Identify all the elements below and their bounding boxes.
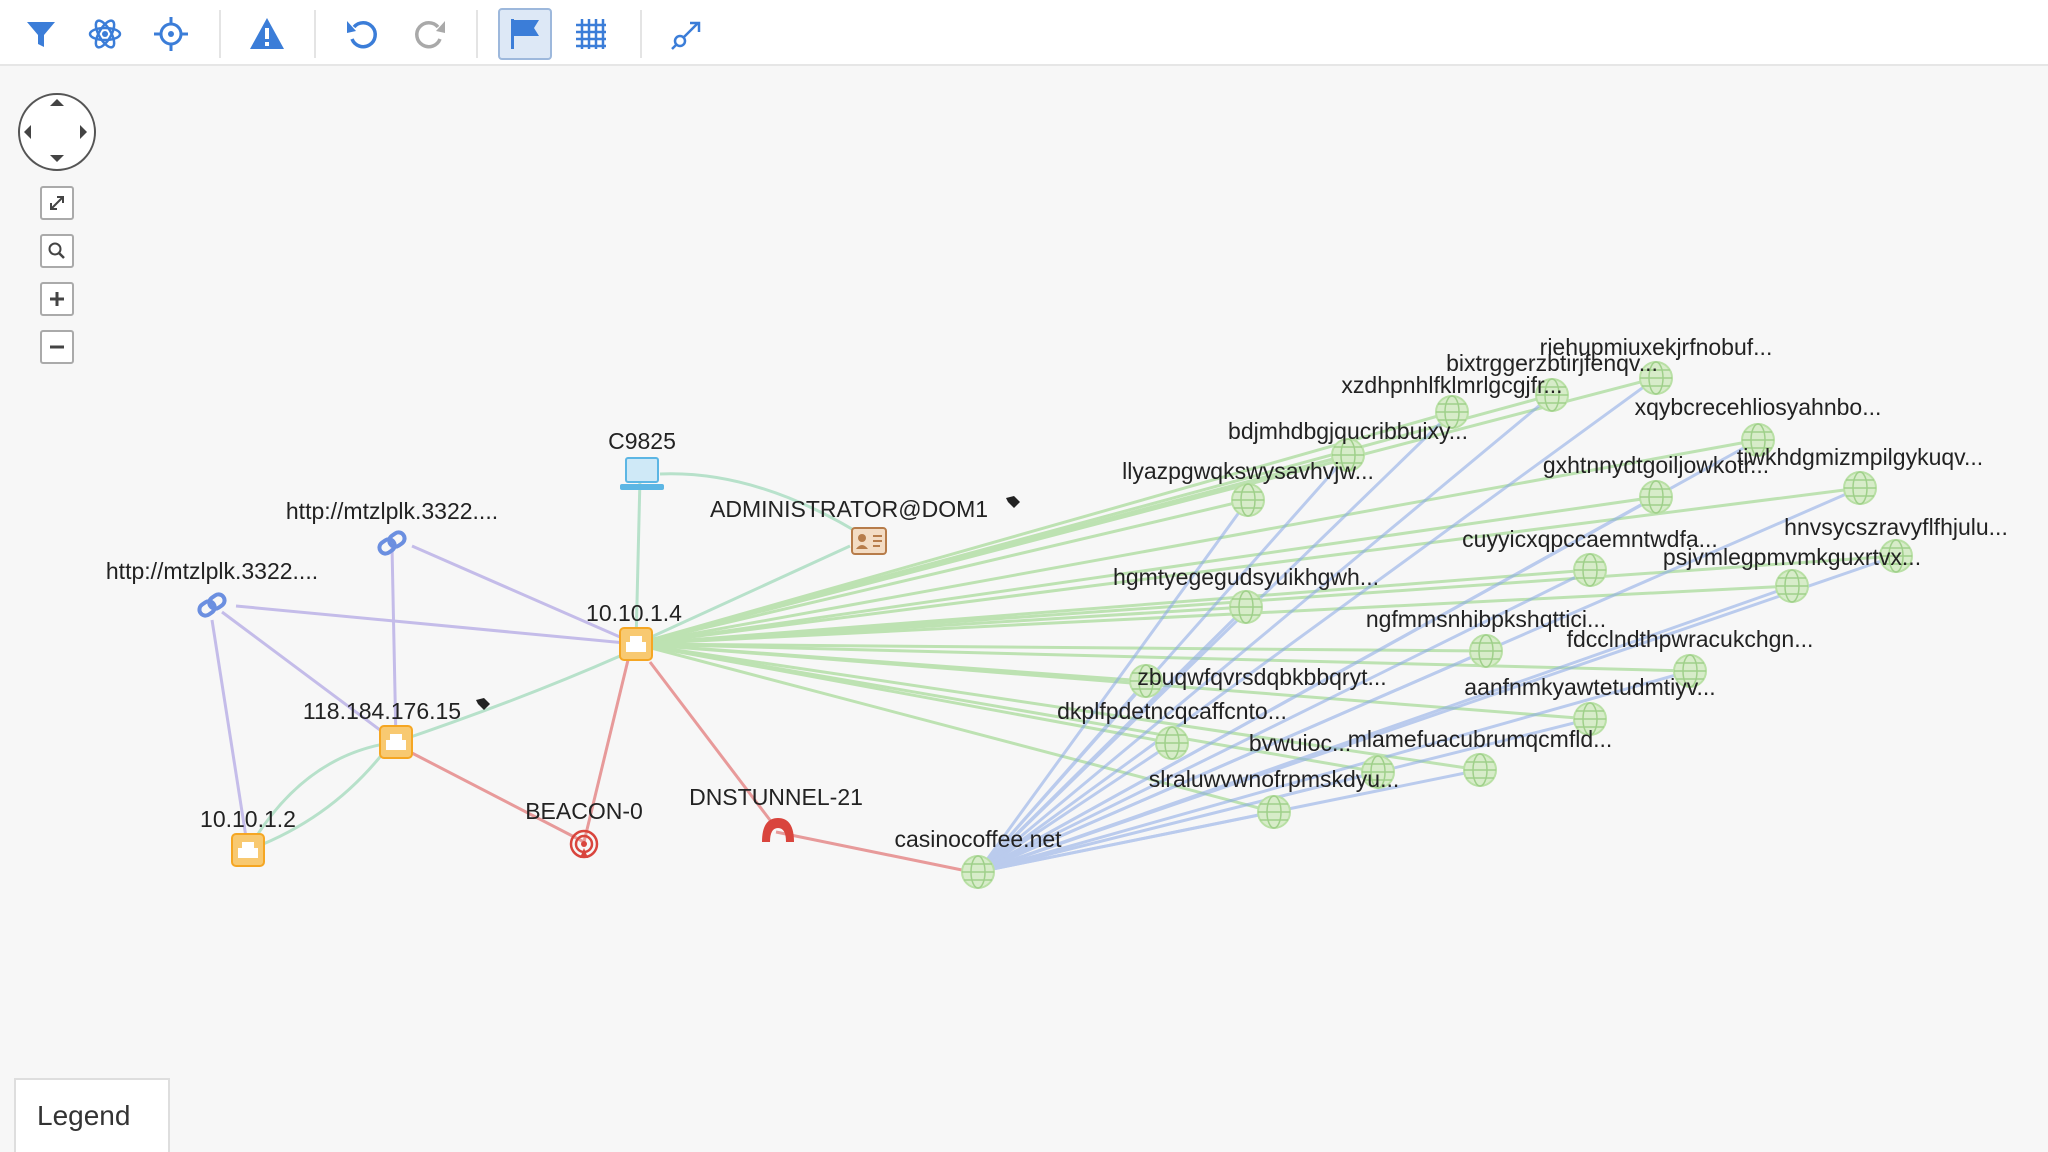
host-node-10-10-1-4[interactable]	[619, 627, 653, 661]
node-label-host-10-10-1-2: 10.10.1.2	[200, 806, 296, 832]
node-label-domain: bvwuioc...	[1248, 730, 1352, 756]
pan-up-icon[interactable]	[50, 92, 64, 106]
legend-toggle[interactable]: Legend	[14, 1078, 170, 1152]
node-label-domain: bixtrggerzbtirjfenqv...	[1446, 350, 1658, 376]
host-node-10-10-1-2[interactable]	[231, 833, 265, 867]
node-label-domain: tiwkhdgmizmpilgykuqv...	[1736, 444, 1984, 470]
legend-label: Legend	[37, 1100, 131, 1131]
node-label-host-10-10-1-4: 10.10.1.4	[586, 600, 682, 626]
tag-icon	[476, 496, 1020, 710]
crosshair-icon	[154, 17, 188, 51]
node-label-domain: slraluwvwnofrpmskdyu...	[1148, 766, 1400, 792]
flag-button[interactable]	[498, 8, 552, 60]
node-label-domain: hnvsycszravyflfhjulu...	[1784, 514, 2008, 540]
node-label-domain: aanfnmkyawtetudmtiyv...	[1464, 674, 1716, 700]
node-label-url-2: http://mtzlplk.3322....	[105, 558, 319, 584]
pan-control[interactable]	[18, 93, 96, 171]
zoom-search-button[interactable]	[40, 234, 74, 268]
host-node-118-184-176-15[interactable]	[379, 725, 413, 759]
center-button[interactable]	[144, 8, 198, 60]
plus-icon	[50, 292, 64, 306]
toolbar	[0, 0, 2048, 66]
node-label-domain: xqybcrecehliosyahnbo...	[1634, 394, 1882, 420]
magnifier-icon	[48, 242, 65, 259]
alerts-button[interactable]	[240, 8, 294, 60]
node-label-domain: ngfmmsnhibpkshqttici...	[1365, 606, 1607, 632]
dnstunnel-node[interactable]	[762, 818, 794, 842]
beacon-node[interactable]	[569, 829, 599, 859]
filter-icon	[27, 22, 55, 47]
node-label-domain: zbuqwfqvrsdqbkbbqryt...	[1137, 664, 1387, 690]
atom-layout-icon	[88, 19, 122, 49]
node-label-domain: fdcclndthpwracukchgn...	[1566, 626, 1814, 652]
undo-icon	[347, 20, 377, 49]
node-label-domain: xzdhpnhlfklmrlgcgjfr...	[1341, 372, 1563, 398]
node-label-dnstunnel: DNSTUNNEL-21	[689, 784, 863, 810]
url-node-1[interactable]	[377, 530, 407, 556]
user-node-administrator[interactable]	[851, 527, 887, 555]
expand-graph-icon	[671, 21, 701, 50]
toolbar-separator	[314, 10, 316, 58]
node-label-domain: mlamefuacubrumqcmfld...	[1347, 726, 1613, 752]
toolbar-separator	[476, 10, 478, 58]
pan-left-icon[interactable]	[17, 125, 31, 139]
grid-button[interactable]	[564, 8, 618, 60]
node-label-beacon: BEACON-0	[525, 798, 643, 824]
url-node-2[interactable]	[197, 592, 227, 618]
computer-node-c9825[interactable]	[620, 457, 664, 490]
redo-icon	[415, 20, 445, 49]
fit-icon	[50, 196, 64, 210]
node-label-domain: dkplfpdetncqcaffcnto...	[1057, 698, 1287, 724]
minus-icon	[50, 345, 64, 349]
flag-icon	[511, 19, 539, 49]
node-label-administrator: ADMINISTRATOR@DOM1	[710, 496, 989, 522]
node-label-domain: psjvmlegpmvmkguxrtvx...	[1662, 544, 1922, 570]
node-label-url-1: http://mtzlplk.3322....	[285, 498, 499, 524]
node-label-ip-118: 118.184.176.15	[302, 698, 462, 724]
edge-group-purple	[210, 544, 637, 851]
node-label-casinocoffee: casinocoffee.net	[894, 826, 1062, 852]
fit-to-screen-button[interactable]	[40, 186, 74, 220]
graph-edges	[197, 361, 1913, 889]
grid-icon	[576, 19, 606, 49]
node-label-domain: gxhtnnydtgoiljowkotr...	[1542, 452, 1770, 478]
building-icon	[626, 636, 646, 652]
node-label-c9825: C9825	[608, 428, 676, 454]
warning-triangle-icon	[250, 18, 284, 49]
zoom-in-button[interactable]	[40, 282, 74, 316]
edge-group-blue	[976, 376, 1897, 874]
node-label-domain: bdjmhdbgjqucribbuixy...	[1228, 418, 1468, 444]
toolbar-separator	[219, 10, 221, 58]
layout-button[interactable]	[78, 8, 132, 60]
node-label-domain: hgmtyegegudsyuikhgwh...	[1113, 564, 1379, 590]
node-label-domain: llyazpgwqkswysavhvjw...	[1122, 458, 1374, 484]
undo-button[interactable]	[336, 8, 390, 60]
edge-group-teal	[246, 472, 871, 852]
graph-canvas[interactable]: C9825 ADMINISTRATOR@DOM1 http://mtzlplk.…	[0, 66, 2048, 1152]
toolbar-separator	[640, 10, 642, 58]
edge-group-red	[409, 659, 963, 872]
pan-right-icon[interactable]	[80, 125, 94, 139]
zoom-out-button[interactable]	[40, 330, 74, 364]
node-label-domain: cuyyicxqpccaemntwdfa...	[1462, 526, 1718, 552]
node-label-domain: riehupmiuxekjrfnobuf...	[1539, 334, 1773, 360]
filter-button[interactable]	[14, 8, 68, 60]
redo-button[interactable]	[402, 8, 456, 60]
expand-graph-button[interactable]	[660, 8, 714, 60]
pan-down-icon[interactable]	[50, 155, 64, 169]
